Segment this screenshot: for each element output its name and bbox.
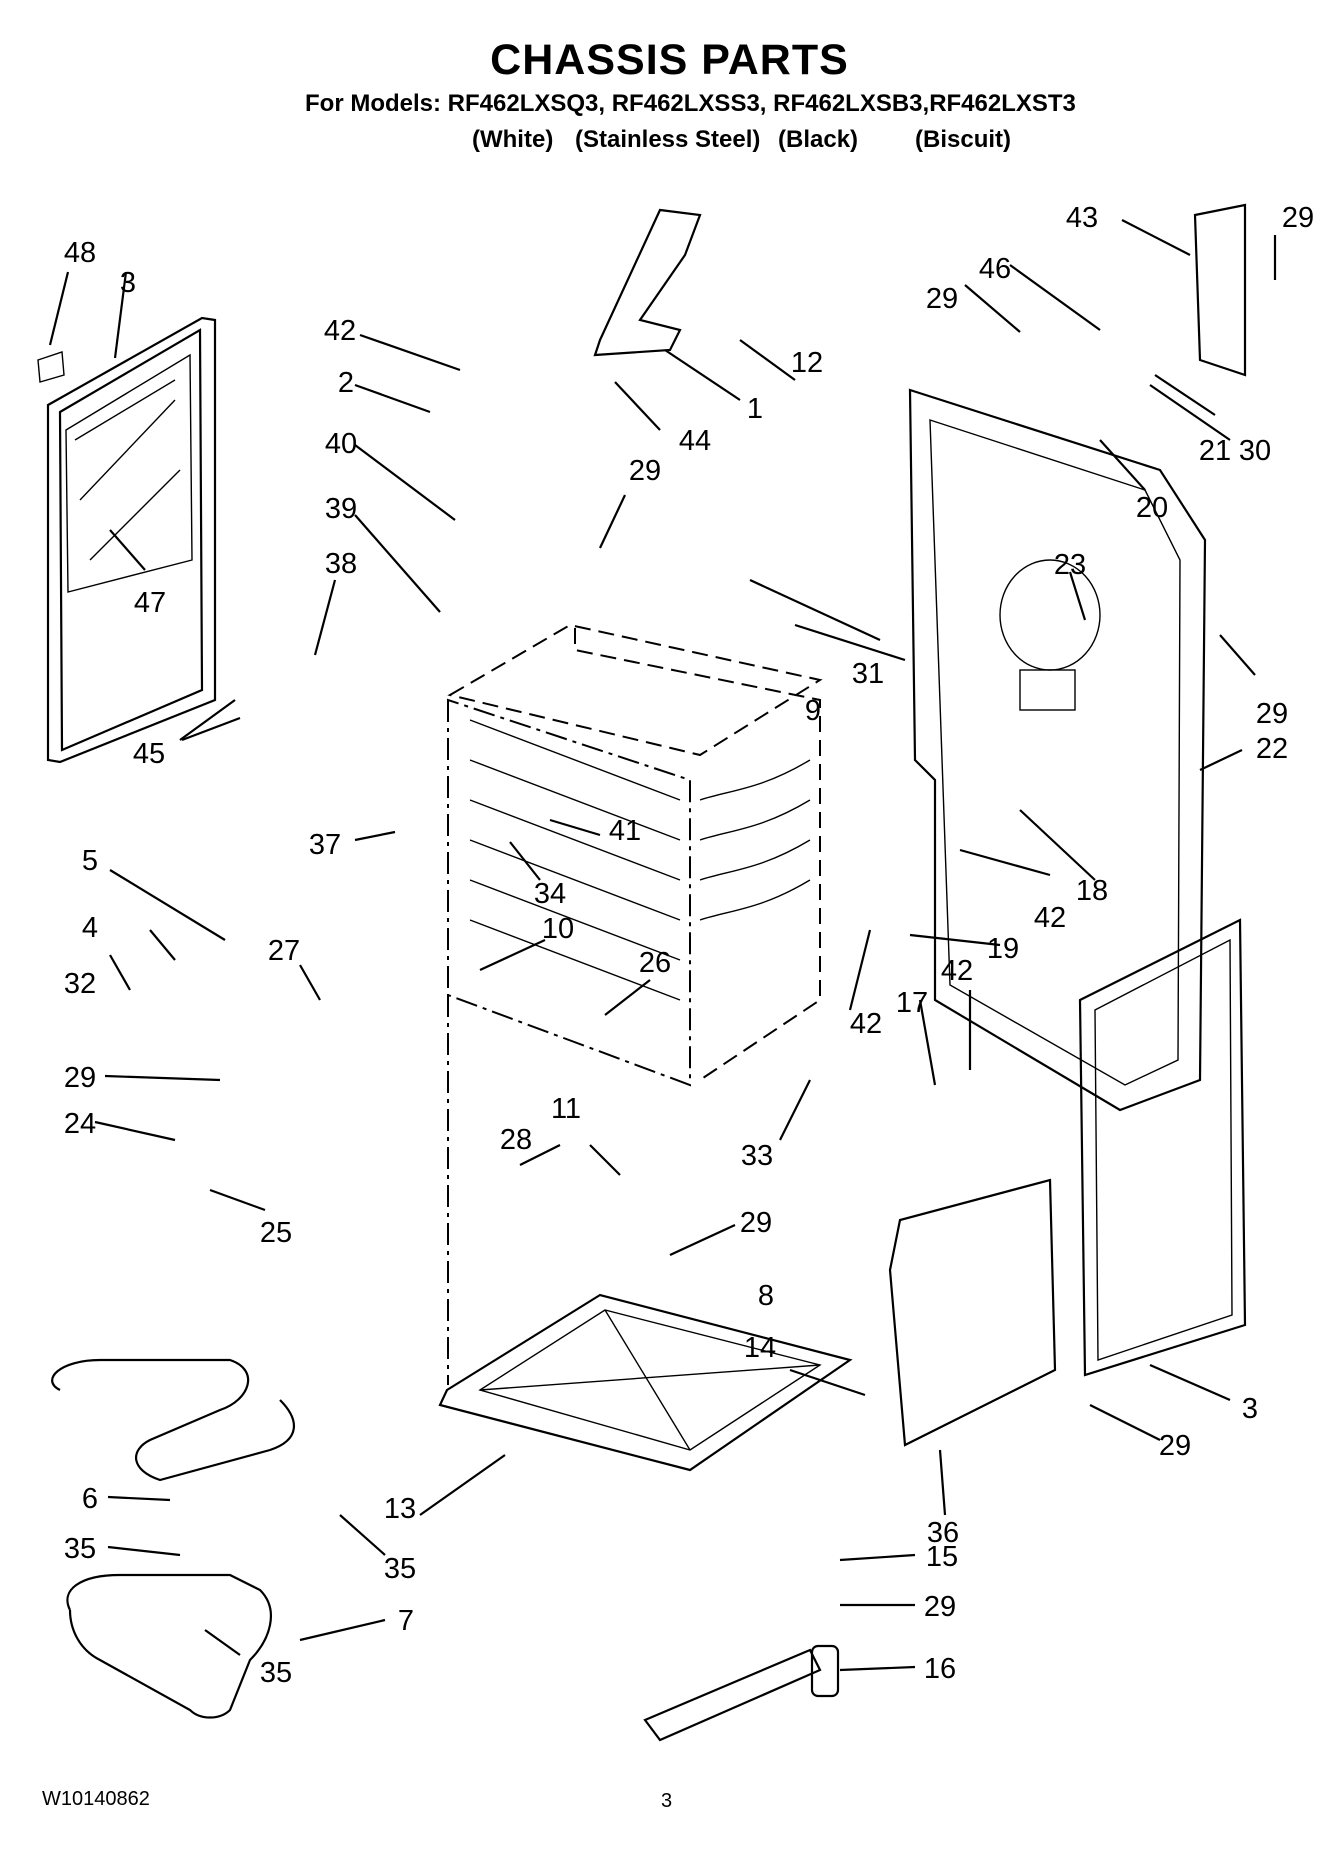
callout-labels: 48 3 42 2 40 39 38 47 45 37 41 34 5 4 32… — [64, 202, 1314, 1689]
document-number: W10140862 — [42, 1788, 150, 1810]
callout: 36 — [927, 1517, 959, 1549]
callout: 24 — [64, 1108, 96, 1140]
callout: 17 — [896, 987, 928, 1019]
callout: 44 — [679, 425, 711, 457]
oven-cavity — [447, 623, 823, 1385]
callout: 16 — [924, 1653, 956, 1685]
callout: 27 — [268, 935, 300, 967]
callout: 39 — [325, 493, 357, 525]
callout: 40 — [325, 428, 357, 460]
models-line: For Models: RF462LXSQ3, RF462LXSS3, RF46… — [305, 90, 1076, 117]
bake-element-6 — [51, 1358, 296, 1482]
callout: 47 — [134, 587, 166, 619]
callout: 4 — [82, 912, 98, 944]
callout: 18 — [1076, 875, 1108, 907]
callout: 46 — [979, 253, 1011, 285]
callout: 42 — [324, 315, 356, 347]
callout: 10 — [542, 913, 574, 945]
callout: 13 — [384, 1493, 416, 1525]
callout: 29 — [740, 1207, 772, 1239]
color-stainless: (Stainless Steel) — [575, 126, 761, 153]
callout: 33 — [741, 1140, 773, 1172]
callout: 41 — [609, 815, 641, 847]
callout: 29 — [1159, 1430, 1191, 1462]
leveling-leg-16 — [810, 1644, 840, 1698]
callout: 35 — [64, 1533, 96, 1565]
callout: 1 — [747, 393, 763, 425]
callout: 31 — [852, 658, 884, 690]
callout: 45 — [133, 738, 165, 770]
callout: 29 — [1256, 698, 1288, 730]
callout: 35 — [260, 1657, 292, 1689]
callout: 29 — [926, 283, 958, 315]
callout: 25 — [260, 1217, 292, 1249]
leader-lines — [48, 219, 1277, 1672]
callout: 35 — [384, 1553, 416, 1585]
callout: 42 — [941, 955, 973, 987]
callout: 38 — [325, 548, 357, 580]
callout: 2 — [338, 367, 354, 399]
door-panel-left — [46, 316, 217, 764]
callout: 21 — [1199, 435, 1231, 467]
vent-43 — [1193, 203, 1247, 377]
leveling-support-15 — [643, 1648, 822, 1742]
callout: 26 — [639, 947, 671, 979]
callout: 9 — [805, 695, 821, 727]
callout: 8 — [758, 1280, 774, 1312]
bottom-panel — [438, 1293, 853, 1472]
callout: 7 — [398, 1605, 414, 1637]
page-title: CHASSIS PARTS — [490, 36, 849, 84]
callout: 6 — [82, 1483, 98, 1515]
callout: 29 — [629, 455, 661, 487]
callout: 32 — [64, 968, 96, 1000]
door-panel-right — [1078, 918, 1247, 1377]
broil-element-7 — [66, 1573, 272, 1719]
callout: 5 — [82, 845, 98, 877]
callout: 29 — [924, 1591, 956, 1623]
callout: 3 — [1242, 1393, 1258, 1425]
callout: 12 — [791, 347, 823, 379]
side-panel-36 — [888, 1178, 1057, 1447]
callout: 48 — [64, 237, 96, 269]
callout: 19 — [987, 933, 1019, 965]
callout: 3 — [120, 267, 136, 299]
page-number: 3 — [661, 1790, 673, 1812]
callout: 28 — [500, 1124, 532, 1156]
bracket-1 — [593, 208, 702, 357]
color-biscuit: (Biscuit) — [915, 126, 1011, 153]
callout: 11 — [551, 1093, 581, 1125]
bracket-48 — [37, 351, 65, 383]
callout: 37 — [309, 829, 341, 861]
callout: 23 — [1054, 549, 1086, 581]
color-white: (White) — [472, 126, 554, 153]
callout: 34 — [534, 878, 566, 910]
callout: 22 — [1256, 733, 1288, 765]
callout: 15 — [926, 1541, 958, 1573]
callout: 42 — [850, 1008, 882, 1040]
callout: 29 — [1282, 202, 1314, 234]
callout: 42 — [1034, 902, 1066, 934]
callout: 29 — [64, 1062, 96, 1094]
callout: 14 — [744, 1332, 776, 1364]
callout: 20 — [1136, 492, 1168, 524]
color-black: (Black) — [778, 126, 859, 153]
callout: 43 — [1066, 202, 1098, 234]
callout: 30 — [1239, 435, 1271, 467]
